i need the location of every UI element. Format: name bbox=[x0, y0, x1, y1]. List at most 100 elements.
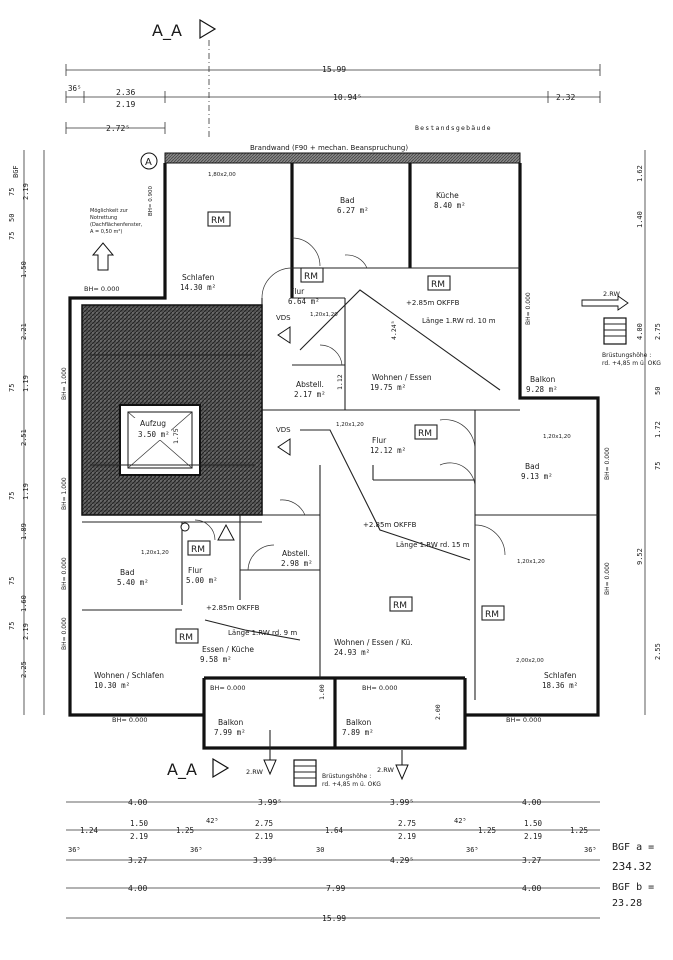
svg-text:1.75: 1.75 bbox=[172, 428, 180, 444]
svg-text:1.64: 1.64 bbox=[325, 826, 344, 835]
rm-box: RM bbox=[300, 267, 324, 283]
svg-text:Bad: Bad bbox=[340, 196, 355, 205]
svg-text:BH= 0.000: BH= 0.000 bbox=[61, 557, 68, 590]
svg-text:9.28 m²: 9.28 m² bbox=[526, 385, 558, 394]
svg-text:1.50: 1.50 bbox=[130, 819, 149, 828]
svg-text:+2.85m OKFFB: +2.85m OKFFB bbox=[206, 604, 260, 612]
room-abstell-s: Abstell. 2.98 m² bbox=[281, 549, 313, 568]
arrow-down-icon bbox=[263, 759, 277, 776]
svg-text:2.19: 2.19 bbox=[22, 623, 30, 640]
door-swings bbox=[194, 237, 506, 571]
svg-text:Küche: Küche bbox=[436, 191, 459, 200]
svg-text:2.25: 2.25 bbox=[20, 661, 28, 678]
svg-text:1.12: 1.12 bbox=[336, 374, 344, 390]
svg-text:2.51: 2.51 bbox=[20, 429, 28, 446]
svg-text:5.40 m²: 5.40 m² bbox=[117, 578, 149, 587]
svg-text:BH= 0.000: BH= 0.000 bbox=[604, 447, 611, 480]
svg-text:1.40: 1.40 bbox=[636, 211, 644, 228]
svg-text:2.98 m²: 2.98 m² bbox=[281, 559, 313, 568]
svg-text:Balkon: Balkon bbox=[530, 375, 555, 384]
svg-text:15.99: 15.99 bbox=[322, 914, 346, 923]
svg-text:4.00: 4.00 bbox=[128, 798, 147, 807]
svg-text:Balkon: Balkon bbox=[346, 718, 371, 727]
arrow-down-icon bbox=[395, 764, 409, 781]
svg-text:9.13 m²: 9.13 m² bbox=[521, 472, 553, 481]
svg-text:3.99⁵: 3.99⁵ bbox=[258, 798, 282, 807]
room-area: 3.50 m² bbox=[138, 430, 170, 439]
room-wohnen-sw: Wohnen / Schlafen 10.30 m² bbox=[94, 671, 164, 690]
svg-text:2.19: 2.19 bbox=[524, 832, 542, 841]
svg-text:9.58 m²: 9.58 m² bbox=[200, 655, 232, 664]
svg-text:36⁵: 36⁵ bbox=[68, 846, 81, 854]
svg-text:36⁵: 36⁵ bbox=[466, 846, 479, 854]
arrow-right-icon bbox=[581, 295, 629, 311]
svg-text:Wohnen / Essen / Kü.: Wohnen / Essen / Kü. bbox=[334, 638, 413, 647]
svg-text:2.17 m²: 2.17 m² bbox=[294, 390, 326, 399]
svg-text:1.00: 1.00 bbox=[318, 684, 326, 700]
room-labels: Schlafen 14.30 m² Bad 6.27 m² Küche 8.40… bbox=[94, 191, 578, 737]
svg-text:1.72: 1.72 bbox=[654, 421, 662, 438]
right-dimensions: 1.62 1.40 4.00 2.75 50 1.72 75 9.52 2.55 bbox=[636, 150, 662, 715]
svg-text:Flur: Flur bbox=[188, 566, 203, 575]
svg-text:BH= 0.000: BH= 0.000 bbox=[112, 716, 147, 724]
svg-text:Länge 1.RW rd. 9 m: Länge 1.RW rd. 9 m bbox=[228, 629, 297, 637]
svg-text:2.32: 2.32 bbox=[556, 93, 575, 102]
svg-text:Schlafen: Schlafen bbox=[182, 273, 215, 282]
ladder-icon bbox=[603, 317, 627, 345]
svg-text:2.19: 2.19 bbox=[130, 832, 148, 841]
svg-text:BH= 0.000: BH= 0.000 bbox=[210, 684, 245, 692]
svg-text:BGF b =: BGF b = bbox=[612, 882, 654, 893]
svg-text:VDS: VDS bbox=[276, 426, 291, 434]
svg-text:36⁵: 36⁵ bbox=[68, 84, 82, 93]
svg-text:1.25: 1.25 bbox=[478, 826, 496, 835]
svg-text:75: 75 bbox=[8, 188, 16, 196]
svg-text:23.28: 23.28 bbox=[612, 898, 642, 909]
room-abstell-n: Abstell. 2.17 m² bbox=[294, 380, 326, 399]
svg-text:BH= 0.900: BH= 0.900 bbox=[148, 185, 154, 216]
firewall: Brandwand (F90 + mechan. Beanspruchung) bbox=[164, 144, 521, 164]
rm-box: RM bbox=[175, 628, 199, 644]
svg-text:+2.85m OKFFB: +2.85m OKFFB bbox=[406, 299, 460, 307]
svg-text:RM: RM bbox=[179, 633, 193, 643]
room-balkon-ne: Balkon 9.28 m² bbox=[526, 375, 558, 394]
svg-text:2.19: 2.19 bbox=[398, 832, 416, 841]
svg-text:75: 75 bbox=[8, 232, 16, 240]
svg-text:2.RW: 2.RW bbox=[246, 768, 263, 776]
svg-text:4.00: 4.00 bbox=[522, 884, 541, 893]
rm-box: RM bbox=[207, 211, 231, 227]
svg-text:A: A bbox=[145, 157, 152, 168]
svg-text:4.29⁵: 4.29⁵ bbox=[390, 856, 414, 865]
svg-text:42⁵: 42⁵ bbox=[454, 817, 467, 825]
rm-box: RM bbox=[389, 596, 413, 612]
section-arrow-icon bbox=[212, 757, 230, 779]
room-wohnen-s: Wohnen / Essen / Kü. 24.93 m² bbox=[334, 638, 413, 657]
svg-text:2.00: 2.00 bbox=[434, 704, 442, 720]
svg-text:3.27: 3.27 bbox=[128, 856, 147, 865]
svg-text:Balkon: Balkon bbox=[218, 718, 243, 727]
room-flur-e: Flur 12.12 m² bbox=[370, 436, 406, 455]
svg-text:50: 50 bbox=[8, 214, 16, 222]
interior-walls bbox=[82, 163, 598, 700]
room-flur-w: Flur 5.00 m² bbox=[186, 566, 218, 585]
section-arrow-icon bbox=[199, 18, 217, 40]
svg-text:75: 75 bbox=[654, 462, 662, 470]
svg-text:5.00 m²: 5.00 m² bbox=[186, 576, 218, 585]
svg-text:Flur: Flur bbox=[372, 436, 387, 445]
svg-text:75: 75 bbox=[8, 384, 16, 392]
svg-text:42⁵: 42⁵ bbox=[206, 817, 219, 825]
svg-text:1,80x2,00: 1,80x2,00 bbox=[208, 172, 236, 178]
svg-text:10.30 m²: 10.30 m² bbox=[94, 681, 130, 690]
svg-text:Schlafen: Schlafen bbox=[544, 671, 577, 680]
svg-text:RM: RM bbox=[485, 610, 499, 620]
svg-text:4.00: 4.00 bbox=[636, 323, 644, 340]
svg-text:12.12 m²: 12.12 m² bbox=[370, 446, 406, 455]
room-balkon-s2: Balkon 7.89 m² bbox=[342, 718, 374, 737]
svg-text:2.55: 2.55 bbox=[654, 643, 662, 660]
svg-text:Möglichkeit zur: Möglichkeit zur bbox=[90, 208, 129, 214]
svg-text:24.93 m²: 24.93 m² bbox=[334, 648, 370, 657]
svg-text:2.RW: 2.RW bbox=[603, 290, 620, 298]
svg-text:2.72⁵: 2.72⁵ bbox=[106, 124, 130, 133]
svg-text:6.64 m²: 6.64 m² bbox=[288, 297, 320, 306]
svg-text:A_A: A_A bbox=[167, 760, 197, 780]
svg-text:10.94⁵: 10.94⁵ bbox=[333, 93, 362, 102]
